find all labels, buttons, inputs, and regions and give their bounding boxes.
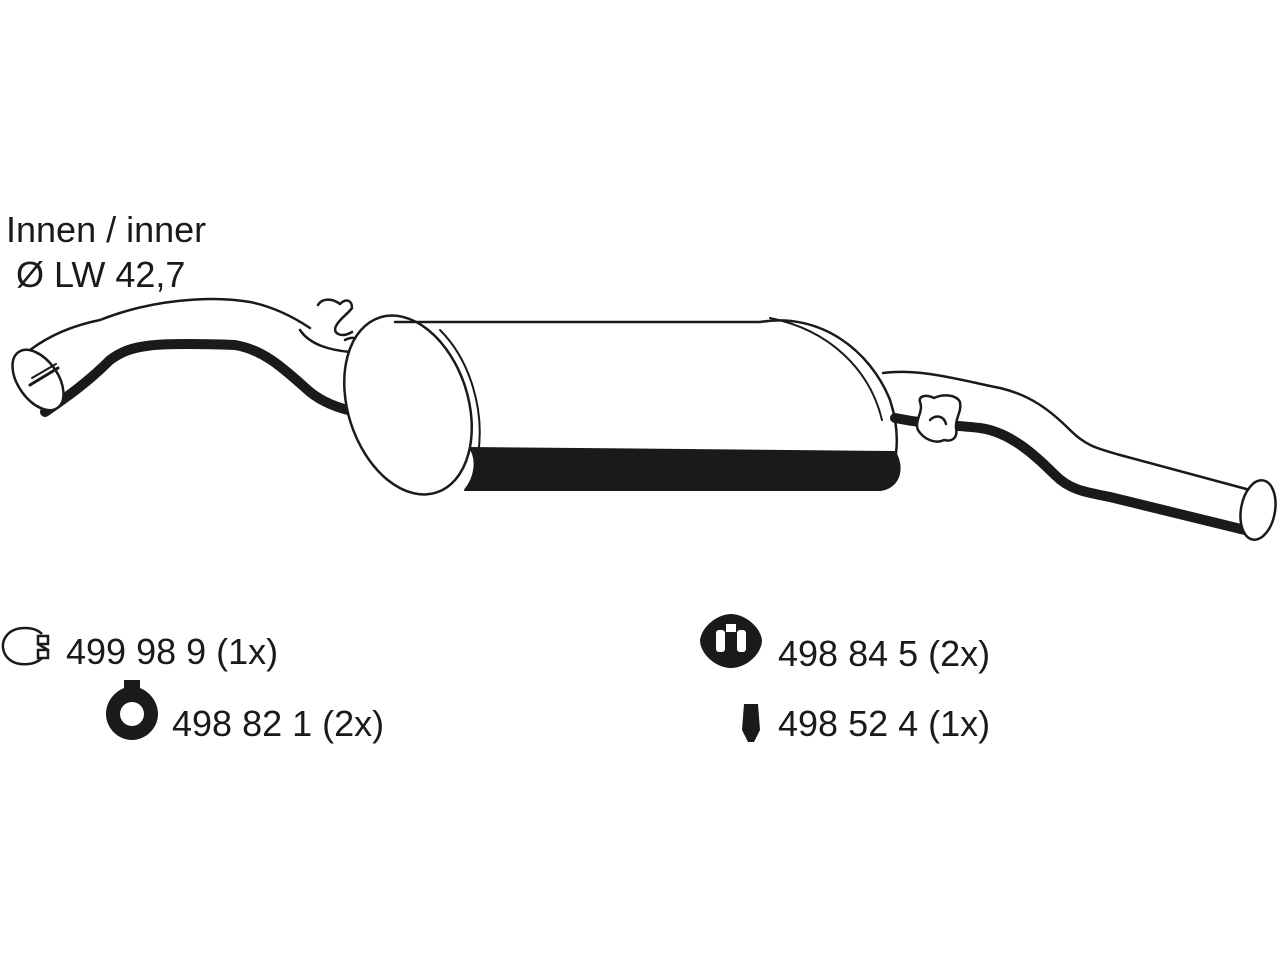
rubber-ring-icon — [106, 680, 158, 740]
part-label-clamp: 499 98 9 (1x) — [66, 631, 279, 672]
part-label-rubber-hanger: 498 84 5 (2x) — [778, 633, 991, 674]
outlet-hanger-bracket — [915, 394, 962, 443]
part-label-rubber-buffer: 498 52 4 (1x) — [778, 703, 991, 744]
rubber-hanger-icon — [700, 614, 762, 668]
silencer-body — [342, 314, 901, 496]
part-label-rubber-ring: 498 82 1 (2x) — [172, 703, 385, 744]
inlet-pipe — [11, 297, 413, 420]
diameter-note-line1: Innen / inner — [6, 209, 207, 250]
rubber-buffer-icon — [742, 704, 760, 742]
diameter-note-line2: Ø LW 42,7 — [16, 254, 186, 295]
clamp-icon — [1, 626, 50, 666]
